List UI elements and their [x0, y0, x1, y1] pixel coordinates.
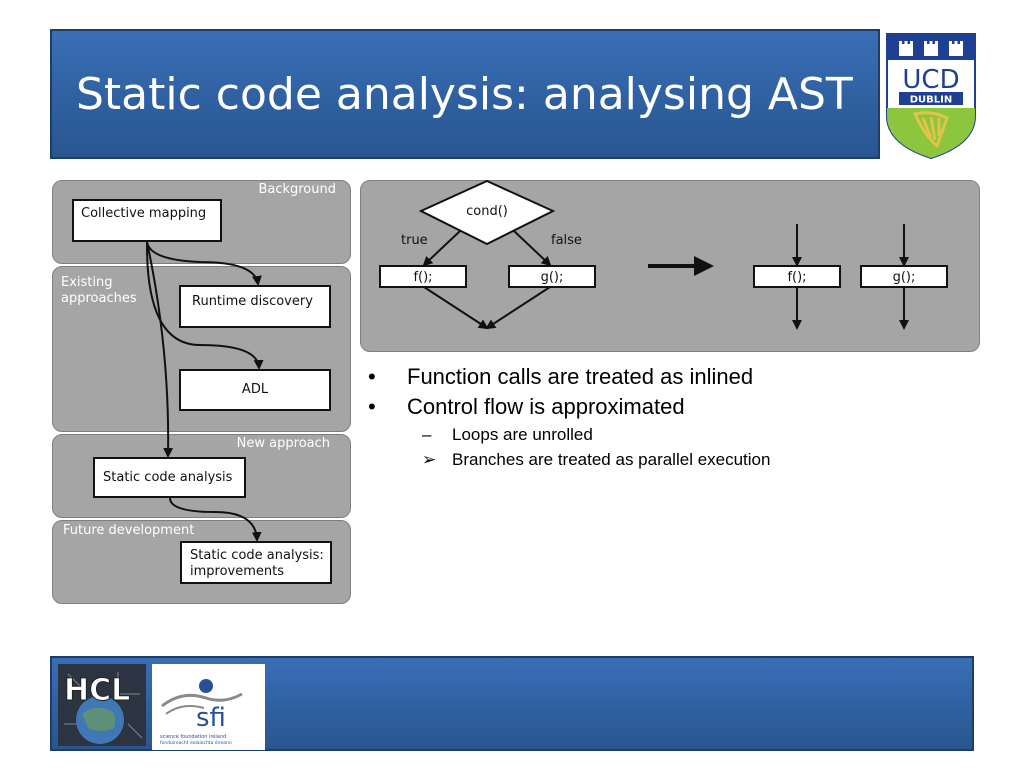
title-bar: Static code analysis: analysing AST [50, 29, 880, 159]
node-runtime-discovery-label: Runtime discovery [192, 294, 313, 309]
node-collective-mapping: Collective mapping [72, 199, 222, 242]
node-static-code-analysis: Static code analysis [93, 457, 246, 498]
panel-flow-diagram [360, 180, 980, 352]
sub-bullet-item: ➢ Branches are treated as parallel execu… [360, 447, 1000, 472]
node-improvements-line2: improvements [190, 564, 285, 579]
sub-bullet-mark: ➢ [422, 450, 437, 469]
slide-title: Static code analysis: analysing AST [76, 69, 853, 120]
castle-icon [899, 41, 963, 56]
node-improvements-line1: Static code analysis: [190, 548, 324, 563]
panel-label-background: Background [258, 182, 336, 197]
harp-icon [912, 111, 949, 149]
bullet-text: Function calls are treated as inlined [407, 364, 754, 389]
node-improvements: Static code analysis: improvements [180, 541, 332, 584]
sfi-logo: sfi science foundation ireland fondúirea… [152, 664, 265, 750]
bullet-mark: • [368, 364, 376, 389]
ucd-logo-subtext: DUBLIN [910, 95, 953, 106]
node-adl: ADL [179, 369, 331, 411]
bullet-item: • Function calls are treated as inlined [360, 362, 1000, 392]
sub-bullet-item: – Loops are unrolled [360, 422, 1000, 447]
node-collective-mapping-label: Collective mapping [81, 206, 207, 221]
node-adl-label: ADL [241, 382, 269, 397]
panel-label-existing-line2: approaches [61, 291, 137, 306]
bullet-item: • Control flow is approximated [360, 392, 1000, 422]
sub-bullet-text: Branches are treated as parallel executi… [452, 450, 771, 469]
sfi-logo-subline1: science foundation ireland [160, 734, 226, 740]
bullet-mark: • [368, 394, 376, 419]
sfi-logo-subline2: fondúireacht eolaíochta éireann [160, 739, 232, 746]
hcl-logo: HCL [58, 664, 146, 746]
sub-bullet-mark: – [422, 425, 432, 444]
node-static-code-analysis-label: Static code analysis [103, 470, 233, 485]
ucd-logo: UCD DUBLIN [886, 33, 976, 160]
sfi-dot-icon [199, 679, 213, 693]
sfi-logo-text: sfi [196, 703, 226, 733]
ucd-logo-text: UCD [902, 65, 959, 95]
sub-bullet-text: Loops are unrolled [452, 425, 593, 444]
node-runtime-discovery: Runtime discovery [179, 285, 331, 328]
bullet-list: • Function calls are treated as inlined … [360, 362, 1000, 472]
panel-label-existing-line1: Existing [61, 275, 113, 290]
bullet-text: Control flow is approximated [407, 394, 685, 419]
panel-label-new-approach: New approach [236, 436, 330, 451]
panel-label-future-development: Future development [63, 523, 195, 538]
hcl-logo-text: HCL [64, 673, 130, 708]
